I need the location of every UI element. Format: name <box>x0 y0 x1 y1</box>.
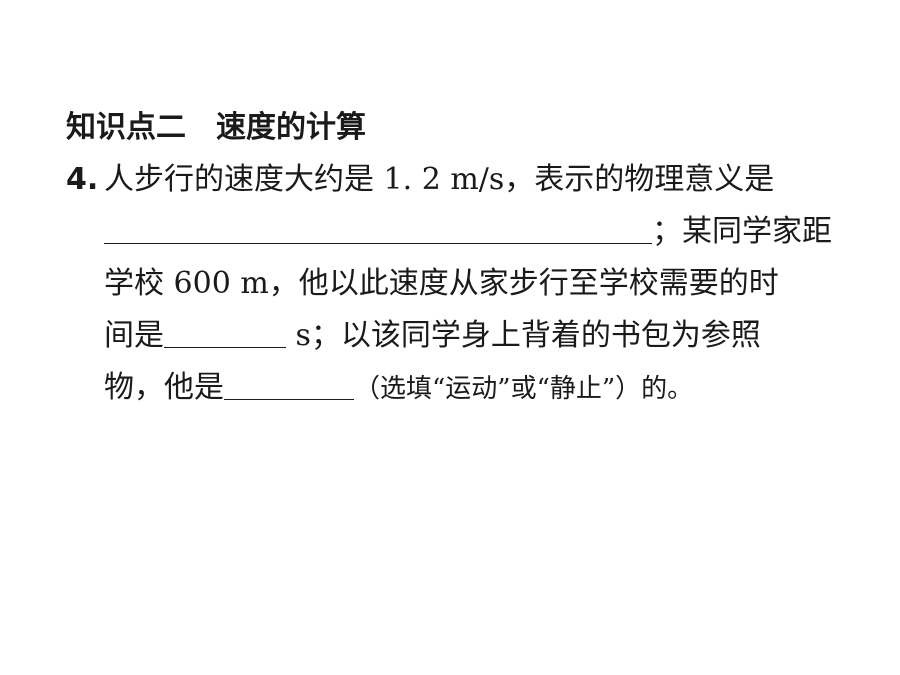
answer-blank-1[interactable] <box>104 213 652 244</box>
question-line-5: 物，他是 （选填“运动”或“静止”）的。 <box>104 368 693 409</box>
question-line-2-text: ；某同学家距 <box>652 214 832 249</box>
question-line-4-text-a: 间是 <box>104 318 164 353</box>
question-line-4-text-b: s；以该同学身上背着的书包为参照 <box>286 318 761 353</box>
question-line-5-text-a: 物，他是 <box>104 370 224 405</box>
section-label: 知识点二 <box>66 110 186 145</box>
answer-blank-3[interactable] <box>224 369 354 400</box>
question-line-3: 学校 600 m，他以此速度从家步行至学校需要的时 <box>104 266 779 301</box>
question-line-1: 人步行的速度大约是 1. 2 m/s，表示的物理意义是 <box>104 162 775 197</box>
question-line-2: ；某同学家距 <box>104 212 832 252</box>
answer-blank-2[interactable] <box>164 317 286 348</box>
section-topic: 速度的计算 <box>216 110 366 145</box>
question-number: 4. <box>66 162 99 197</box>
question-line-4: 间是 s；以该同学身上背着的书包为参照 <box>104 316 761 356</box>
section-title: 知识点二速度的计算 <box>66 108 366 148</box>
question-line-5-text-b: （选填“运动”或“静止”）的。 <box>354 374 694 404</box>
